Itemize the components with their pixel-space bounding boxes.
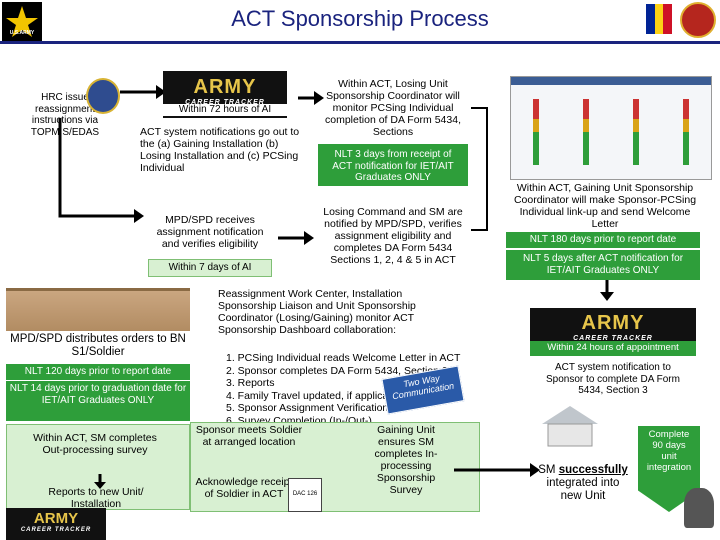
outprocessing-text: Within ACT, SM completes Out-processing … <box>33 432 157 457</box>
right-tracker-notification: ACT system notification to Sponsor to co… <box>546 362 680 396</box>
dac-label: DAC 126 <box>292 491 318 497</box>
sm-prefix: SM <box>538 464 559 476</box>
house-illustration <box>538 402 602 448</box>
reassignment-item: 1. PCSing Individual reads Welcome Lette… <box>226 352 461 364</box>
dashboard-screenshot <box>510 76 712 180</box>
gauge-column <box>533 99 539 165</box>
gaining-survey-text: Gaining Unit ensures SM completes In-pro… <box>374 424 438 497</box>
tracker-ct-text: CAREER TRACKER <box>20 527 92 533</box>
sm-success: successfully <box>558 464 628 476</box>
reports-text: Reports to new Unit/ Installation <box>48 486 144 511</box>
arrow-mpd-to-losing-command <box>278 231 314 245</box>
gaining-unit-nlt-5: NLT 5 days after ACT notification for IE… <box>506 250 700 280</box>
header-rule <box>0 41 720 44</box>
sponsor-meet-text: Sponsor meets Soldier at arranged locati… <box>195 424 303 449</box>
reassignment-item: 5. Sponsor Assignment Verification <box>226 402 389 415</box>
mpd-distributes-text: MPD/SPD distributes orders to BN S1/Sold… <box>6 331 190 362</box>
regiment-crest-icon <box>680 2 716 38</box>
tracker-army-text: ARMY <box>193 76 257 98</box>
sm-integrated-text: SM successfully integrated into new Unit <box>536 464 630 504</box>
page-title: ACT Sponsorship Process <box>231 6 489 31</box>
mpd-receives-timing: Within 7 days of AI <box>148 259 272 277</box>
flag-icon <box>646 4 673 34</box>
sm-rest: integrated into new Unit <box>546 477 620 503</box>
losing-unit-text: Within ACT, Losing Unit Sponsorship Coor… <box>325 78 461 139</box>
tracker-army-text: ARMY <box>33 510 79 527</box>
gauge-column <box>633 99 639 165</box>
bottom-left-panel <box>6 424 190 510</box>
hrc-seal-icon <box>86 78 120 114</box>
arrow-hrc-to-tracker <box>120 85 166 99</box>
army-logo-left <box>2 2 42 42</box>
building-illustration <box>6 288 190 334</box>
two-way-text: Two Way Communication <box>391 373 455 402</box>
gaining-unit-text: Within ACT, Gaining Unit Sponsorship Coo… <box>513 182 697 231</box>
acknowledge-text: Acknowledge receipt of Soldier in ACT <box>195 476 293 501</box>
tracker-ct-text: CAREER TRACKER <box>573 335 653 342</box>
soldier-silhouette <box>684 488 714 528</box>
mpd-receives-text: MPD/SPD receives assignment notification… <box>156 214 264 251</box>
bottom-mid-panel <box>190 422 480 512</box>
top-tracker-notifications: ACT system notifications go out to the (… <box>140 126 300 175</box>
army-star-icon <box>6 6 38 37</box>
tracker-ct-text: CAREER TRACKER <box>185 99 265 106</box>
dac-badge-icon: DAC 126 <box>288 478 322 512</box>
top-tracker-caption: Within 72 hours of AI <box>163 104 287 116</box>
arrow-outprocessing-to-reports <box>94 474 106 489</box>
gaining-unit-nlt-180: NLT 180 days prior to report date <box>506 232 700 248</box>
arrow-gaining-to-tracker <box>600 280 614 301</box>
mpd-distributes-nlt-120: NLT 120 days prior to report date <box>6 364 190 380</box>
career-tracker-logo-bottom: ARMY CAREER TRACKER <box>6 508 106 540</box>
connector-hrc-to-mpd <box>58 118 144 223</box>
house-icon <box>542 406 598 447</box>
losing-unit-nlt: NLT 3 days from receipt of ACT notificat… <box>318 144 468 186</box>
arrow-tracker-to-losing <box>298 91 324 105</box>
header-logo-text: U.S.ARMY <box>9 30 35 36</box>
arrow-survey-to-integrated <box>454 463 540 477</box>
hrc-text: HRC issue reassignment instructions via … <box>30 92 100 138</box>
losing-command-text: Losing Command and SM are notified by MP… <box>323 206 463 267</box>
gauge-column <box>583 99 589 165</box>
bracket-right <box>471 107 488 231</box>
mpd-distributes-nlt-14: NLT 14 days prior to graduation date for… <box>6 381 190 421</box>
reassignment-item: 2. Sponsor completes DA Form 5434, Secti… <box>226 364 448 377</box>
right-tracker-caption: Within 24 hours of appointment <box>530 341 696 356</box>
reassignment-item: 4. Family Travel updated, if applicable <box>226 389 403 402</box>
gauge-column <box>683 99 689 165</box>
reassignment-item: 3. Reports <box>226 377 275 390</box>
reassignment-heading: Reassignment Work Center, Installation S… <box>218 288 416 337</box>
tracker-army-text: ARMY <box>581 312 645 334</box>
